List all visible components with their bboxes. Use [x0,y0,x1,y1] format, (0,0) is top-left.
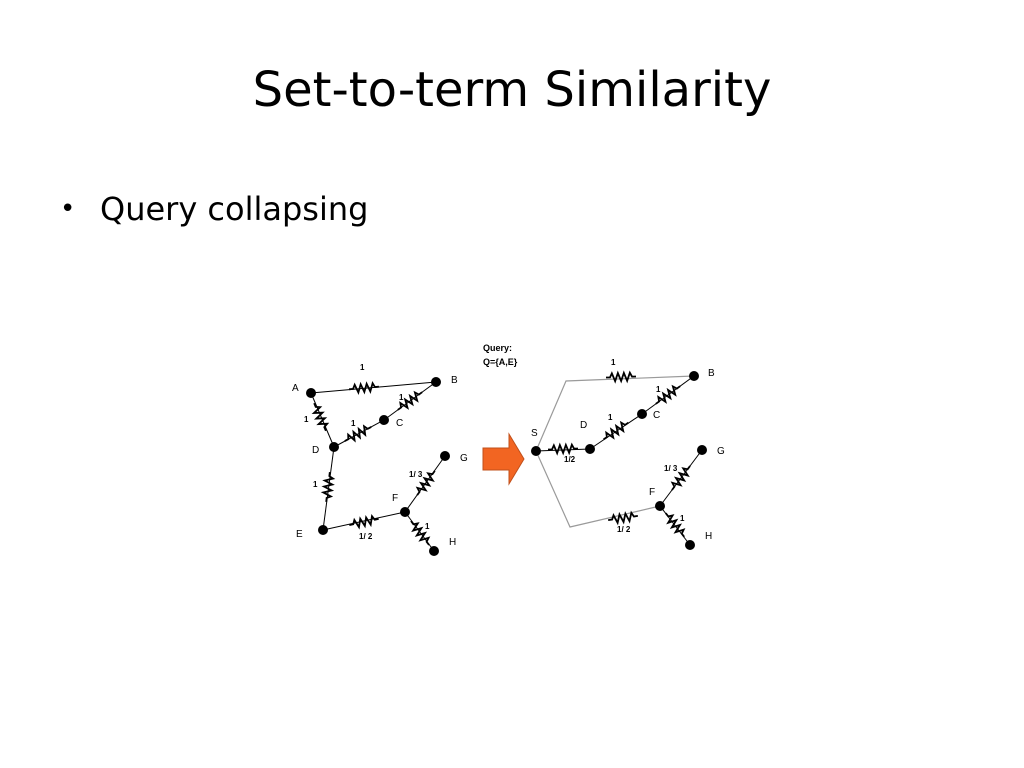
left-graph-resistors [309,381,439,549]
node-h [685,540,695,550]
node-b [431,377,441,387]
edge-label-s-b: 1 [611,358,616,367]
node-label-h: H [449,537,456,548]
edge-s-d [535,448,591,452]
resistor-s-f [606,511,640,525]
edge-a-b [310,381,437,394]
node-c [637,409,647,419]
edge-label-c-b: 1 [656,385,661,394]
edge-s-f [535,450,661,528]
edge-label-a-d: 1 [304,415,309,424]
resistor-d-e [321,470,335,504]
edge-label-a-b: 1 [360,363,365,372]
node-label-d: D [312,445,319,456]
right-graph-node-labels: S B C D F G H [531,368,725,542]
node-d [585,444,595,454]
bullet-item: • Query collapsing [60,190,368,228]
edge-label-s-d: 1/2 [564,455,576,464]
edge-label-f-h: 1 [425,522,430,531]
node-label-f: F [649,487,655,498]
edge-label-s-f: 1/ 2 [617,525,631,534]
edge-label-f-h: 1 [680,514,685,523]
node-f [655,501,665,511]
bullet-marker: • [60,193,76,224]
left-graph: A B C D E F G H 1 1 1 1 1 1/ 2 1/ 3 1 [292,363,468,556]
edge-c-b [641,375,695,415]
bullet-text: Query collapsing [100,190,369,228]
node-label-s: S [531,428,538,439]
bullet-list: • Query collapsing [60,190,368,228]
node-label-b: B [451,375,458,386]
right-graph: S B C D F G H 1 1/2 1 1 1/ 2 1/ 3 1 [531,358,725,550]
node-s [531,446,541,456]
node-d [329,442,339,452]
node-label-e: E [296,529,303,540]
edge-f-g [659,449,703,507]
edge-s-b [535,375,695,452]
edge-d-c [589,413,643,450]
right-graph-collapsed-edges [535,375,695,528]
node-label-g: G [717,446,725,457]
collapse-arrow-icon [482,432,525,486]
slide-title: Set-to-term Similarity [252,62,772,118]
right-graph-edges [535,375,703,546]
left-graph-edge-labels: 1 1 1 1 1 1/ 2 1/ 3 1 [304,363,430,541]
left-graph-nodes [306,377,450,556]
node-e [318,525,328,535]
node-g [440,451,450,461]
resistor-e-f [347,514,381,530]
node-label-g: G [460,453,468,464]
node-b [689,371,699,381]
edge-label-d-c: 1 [608,413,613,422]
edge-label-f-g: 1/ 3 [409,470,423,479]
edge-label-d-c: 1 [351,419,356,428]
node-f [400,507,410,517]
query-label-line-2: Q={A,E} [483,357,518,367]
node-label-a: A [292,383,299,394]
node-h [429,546,439,556]
edge-e-f [322,511,406,531]
node-label-h: H [705,531,712,542]
query-collapsing-figure: A B C D E F G H 1 1 1 1 1 1/ 2 1/ 3 1 [280,335,740,565]
query-label: Query: Q={A,E} [483,343,518,367]
edge-c-b [383,381,437,421]
edge-label-d-e: 1 [313,480,318,489]
node-g [697,445,707,455]
right-graph-nodes [531,371,707,550]
edge-label-c-b: 1 [399,393,404,402]
node-label-c: C [396,418,403,429]
network-diagram: A B C D E F G H 1 1 1 1 1 1/ 2 1/ 3 1 [292,343,725,556]
edge-label-e-f: 1/ 2 [359,532,373,541]
node-c [379,415,389,425]
edge-f-h [659,505,691,546]
resistor-a-d [309,400,331,434]
node-label-c: C [653,410,660,421]
node-label-b: B [708,368,715,379]
edge-label-f-g: 1/ 3 [664,464,678,473]
left-graph-node-labels: A B C D E F G H [292,375,468,548]
node-a [306,388,316,398]
node-label-d: D [580,420,587,431]
right-graph-edge-labels: 1 1/2 1 1 1/ 2 1/ 3 1 [564,358,685,534]
resistor-s-d [546,443,580,455]
resistor-s-b [604,371,638,383]
node-label-f: F [392,493,398,504]
query-label-line-1: Query: [483,343,512,353]
